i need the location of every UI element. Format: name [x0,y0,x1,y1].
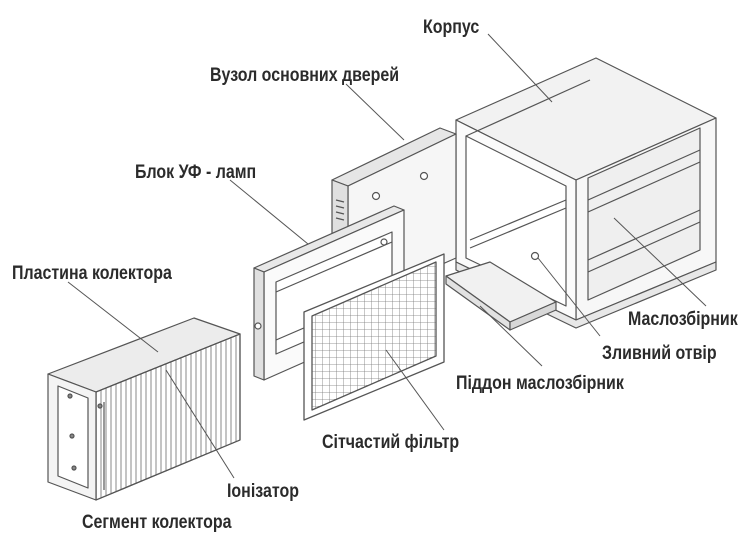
label-collector-segment: Сегмент колектора [82,512,232,533]
label-main-door: Вузол основних дверей [210,65,400,86]
mesh-filter-shape [303,253,445,421]
leader-lines [67,33,707,479]
label-drain-hole: Зливний отвір [602,343,717,364]
label-collector-plate: Пластина колектора [12,263,172,284]
label-mesh-filter: Сітчастий фільтр [322,432,460,453]
label-oil-tray: Піддон маслозбірник [456,373,624,394]
label-ionizer: Іонізатор [227,481,299,502]
oil-tray-shape [445,261,557,331]
collector-segment-shape [47,317,241,501]
label-housing: Корпус [423,17,480,38]
label-uv-lamp: Блок УФ - ламп [135,162,257,183]
label-oil-collector: Маслозбірник [628,309,738,330]
